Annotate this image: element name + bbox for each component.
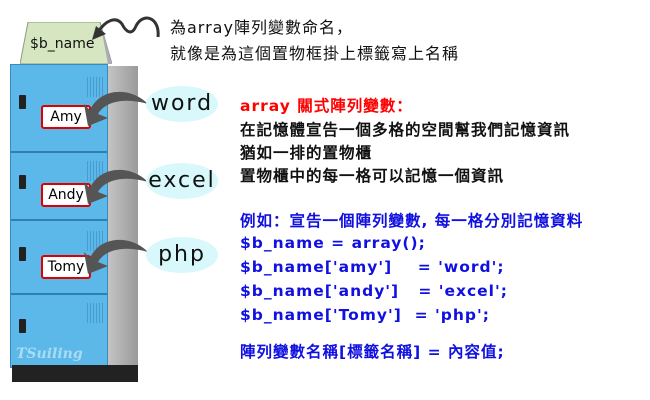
explanation-line: 在記憶體宣告一個多格的空間幫我們記憶資訊 <box>240 121 571 139</box>
code-line: $b_name['amy'] = 'word'; <box>240 258 505 276</box>
curved-arrow-icon <box>92 16 160 40</box>
variable-name-tag: $b_name <box>30 36 95 52</box>
locker-cabinet: Amy Andy Tomy <box>10 64 108 368</box>
locker-label-tomy: Tomy <box>41 255 91 279</box>
caption-line-1: 為array陣列變數命名， <box>170 18 353 37</box>
explanation-heading: array 關式陣列變數： <box>240 97 413 115</box>
value-bubble-word: word <box>146 86 218 122</box>
arrows-icon <box>84 91 148 274</box>
locker-brand: TSuiling <box>16 346 83 362</box>
code-line: $b_name['andy'] = 'excel'; <box>240 282 508 300</box>
locker-door-3: Tomy <box>11 221 107 295</box>
locker-label-amy: Amy <box>41 105 91 129</box>
syntax-summary: 陣列變數名稱[標籤名稱] = 內容值; <box>240 343 505 361</box>
locker-side <box>105 66 138 366</box>
caption-line-2: 就像是為這個置物框掛上標籤寫上名稱 <box>170 44 460 63</box>
locker-door-4 <box>11 295 107 365</box>
locker-door-2: Andy <box>11 153 107 221</box>
explanation-line: 置物櫃中的每一格可以記憶一個資訊 <box>240 167 505 185</box>
value-bubble-excel: excel <box>146 163 218 199</box>
code-line: $b_name['Tomy'] = 'php'; <box>240 306 490 324</box>
locker-door-1: Amy <box>11 65 107 153</box>
value-bubble-php: php <box>146 237 218 273</box>
example-heading: 例如：宣告一個陣列變數, 每一格分別記憶資料 <box>240 212 584 230</box>
explanation-line: 猶如一排的置物櫃 <box>240 144 373 162</box>
code-line: $b_name = array(); <box>240 234 426 252</box>
locker-label-andy: Andy <box>41 183 91 207</box>
locker-base <box>12 365 138 382</box>
